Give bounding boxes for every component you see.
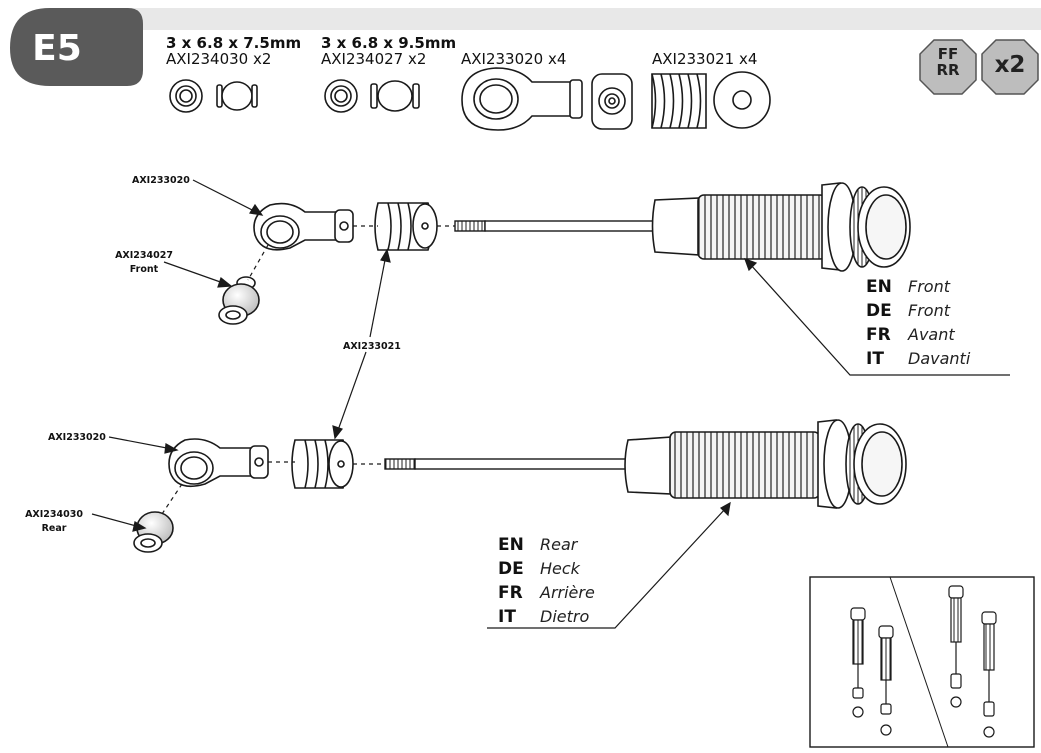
front-rod-end xyxy=(253,202,354,251)
ball-axi234027-icon xyxy=(324,79,420,113)
part-number-1: AXI234030 x2 xyxy=(166,50,272,68)
rear-label-it: IT Dietro xyxy=(498,605,595,629)
lang-value: Front xyxy=(908,301,950,320)
step-tab xyxy=(10,8,143,86)
lang-value: Arrière xyxy=(540,583,595,602)
front-label-de: DE Front xyxy=(866,299,970,323)
rear-rod-end xyxy=(168,438,269,488)
lang-value: Avant xyxy=(908,325,955,344)
part-number-3: AXI233020 x4 xyxy=(461,50,567,68)
thread-lock-badge xyxy=(919,39,977,95)
header-band xyxy=(128,8,1041,30)
step-tab-label-wrap: E5 xyxy=(0,8,143,88)
part-number-4: AXI233021 x4 xyxy=(652,50,758,68)
front-ball xyxy=(218,276,260,325)
lang-code: DE xyxy=(866,301,892,321)
rear-label-de: DE Heck xyxy=(498,557,595,581)
front-label-en: EN Front xyxy=(866,275,970,299)
rear-shock-rod xyxy=(384,458,631,470)
lang-code: IT xyxy=(866,349,884,369)
lang-value: Heck xyxy=(540,559,580,578)
lang-value: Rear xyxy=(540,535,578,554)
rear-label-en: EN Rear xyxy=(498,533,595,557)
lang-code: FR xyxy=(866,325,891,345)
rear-label-fr: FR Arrière xyxy=(498,581,595,605)
assembled-shocks-inset xyxy=(809,576,1035,748)
lang-code: EN xyxy=(866,277,892,297)
lang-value: Front xyxy=(908,277,950,296)
callout-rear-ball: AXI234030 xyxy=(25,509,83,520)
step-label: E5 xyxy=(32,28,82,69)
lang-value: Dietro xyxy=(540,607,590,626)
callout-front-ball-note: Front xyxy=(129,264,159,275)
callout-front-ball: AXI234027 xyxy=(115,250,173,261)
lang-code: IT xyxy=(498,607,516,627)
lang-value: Davanti xyxy=(908,349,971,368)
rear-boot xyxy=(291,439,354,489)
front-shock-body xyxy=(651,182,911,272)
callout-rear-rod-end: AXI233020 xyxy=(48,432,106,443)
front-label-it: IT Davanti xyxy=(866,347,970,371)
quantity-badge-label: x2 xyxy=(994,52,1026,78)
rod-end-axi233020-icon xyxy=(461,67,633,131)
rear-label-block: EN Rear DE Heck FR Arrière IT Dietro xyxy=(498,533,595,629)
boot-axi233021-icon xyxy=(651,71,771,129)
front-direction-leader xyxy=(743,257,1010,376)
front-label-block: EN Front DE Front FR Avant IT Davanti xyxy=(866,275,970,371)
callout-front-rod-end: AXI233020 xyxy=(132,175,190,186)
quantity-badge xyxy=(981,39,1039,95)
front-shock-rod xyxy=(454,220,658,232)
lang-code: FR xyxy=(498,583,523,603)
front-boot xyxy=(374,202,438,251)
callout-leaders xyxy=(91,179,391,532)
part-number-2: AXI234027 x2 xyxy=(321,50,427,68)
lang-code: DE xyxy=(498,559,524,579)
part-spec-1: 3 x 6.8 x 7.5mm xyxy=(166,34,302,52)
rear-direction-leader xyxy=(487,501,731,629)
rear-ball xyxy=(133,511,174,553)
front-label-fr: FR Avant xyxy=(866,323,970,347)
ball-axi234030-icon xyxy=(169,79,258,113)
callout-rear-ball-note: Rear xyxy=(41,523,67,534)
rear-shock-body xyxy=(624,419,907,509)
assembly-guide-lines xyxy=(161,225,455,515)
lang-code: EN xyxy=(498,535,524,555)
part-spec-2: 3 x 6.8 x 9.5mm xyxy=(321,34,457,52)
thread-lock-badge-label: FF RR xyxy=(936,45,960,79)
callout-boot: AXI233021 xyxy=(343,341,401,352)
